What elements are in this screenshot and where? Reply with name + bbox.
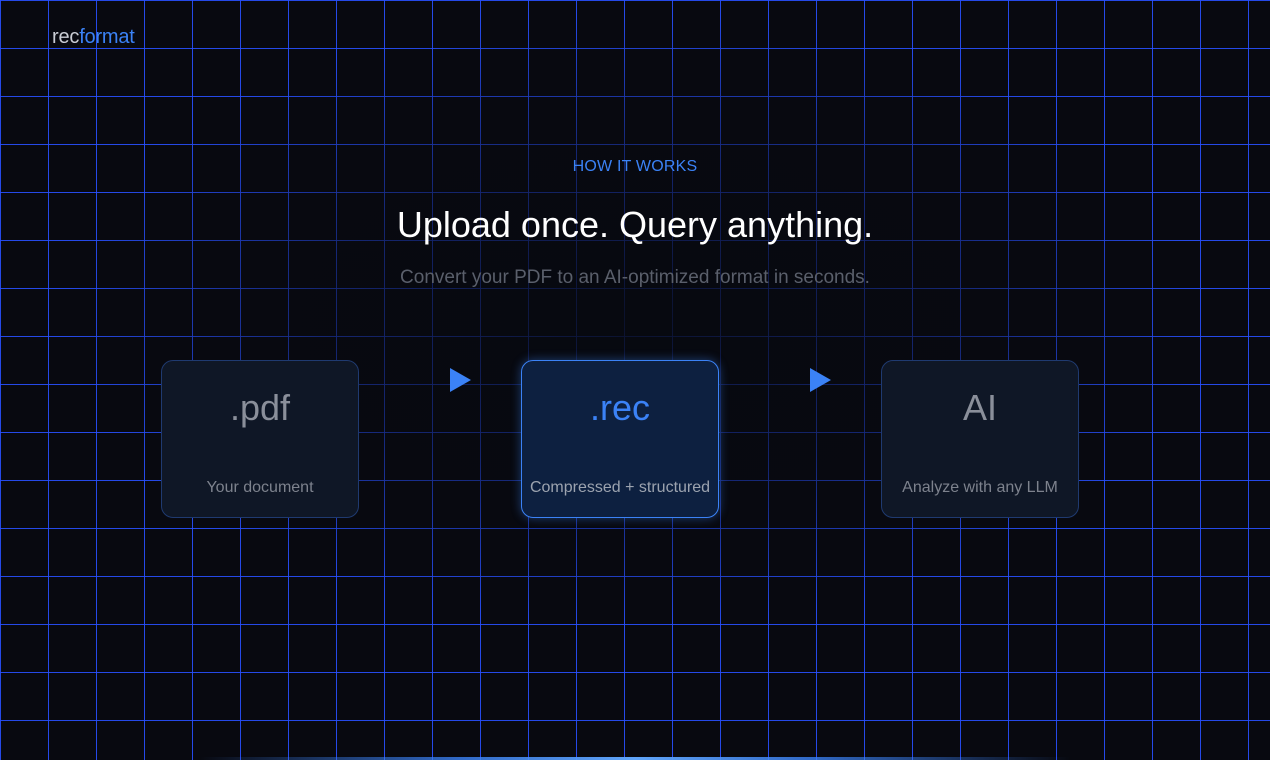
step-card-rec: .rec Compressed + structured [521,360,719,518]
section-subhead: Convert your PDF to an AI-optimized form… [400,267,870,288]
step-ext: .pdf [229,387,291,428]
section-eyebrow: HOW IT WORKS [572,158,698,175]
step-ext: .rec [589,387,650,428]
step-caption: Compressed + structured [529,479,711,496]
step-card-ai: AI Analyze with any LLM [881,360,1079,518]
logo[interactable]: recformat [52,26,135,49]
section-headline: Upload once. Query anything. [396,204,874,245]
step-caption: Analyze with any LLM [902,479,1058,496]
play-arrow-icon [810,368,831,392]
step-caption: Your document [206,479,314,496]
step-card-pdf: .pdf Your document [161,360,359,518]
play-arrow-icon [450,368,471,392]
logo-text-rec: rec [52,26,80,48]
bottom-glow-divider [200,757,1070,760]
step-ext: AI [962,387,997,428]
logo-text-format: format [79,26,135,48]
